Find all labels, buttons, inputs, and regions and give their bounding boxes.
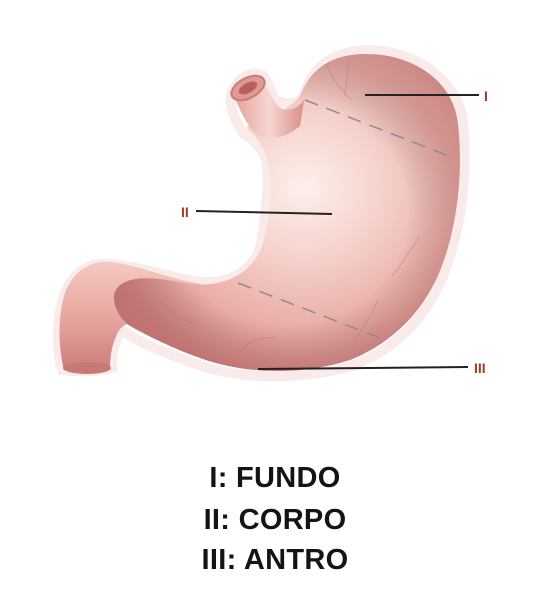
- region-label-antrum: III: [474, 360, 486, 376]
- region-label-body: II: [181, 204, 189, 220]
- region-label-fundus: I: [484, 88, 488, 104]
- leader-line-body: [195, 210, 333, 215]
- body-antrum-divider: [237, 282, 381, 339]
- legend-body: II: CORPO: [203, 504, 347, 536]
- blood-vessels: [159, 59, 421, 353]
- esophagus-lumen: [238, 81, 258, 95]
- leader-line-antrum: [257, 366, 469, 370]
- legend-antrum: III: ANTRO: [201, 544, 349, 576]
- legend-fundus: I: FUNDO: [209, 462, 341, 494]
- stomach-diagram: I II III: [52, 44, 488, 382]
- fundus-body-divider: [304, 99, 455, 159]
- pylorus-opening: [63, 362, 111, 374]
